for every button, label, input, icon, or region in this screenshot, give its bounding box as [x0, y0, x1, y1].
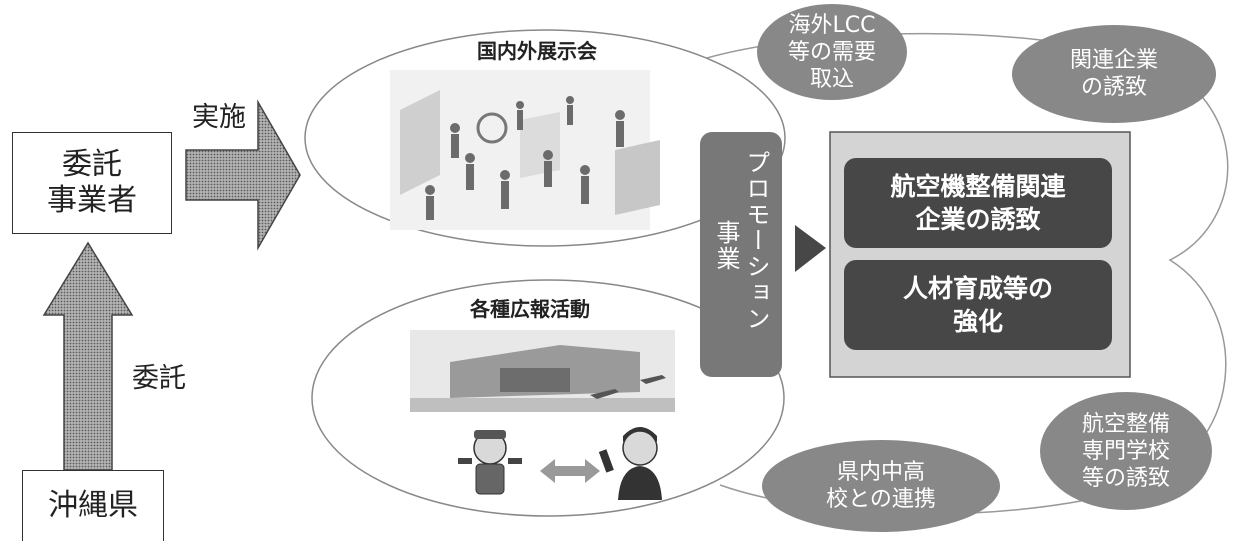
contractor-box: 委託 事業者 [12, 132, 172, 234]
implement-label: 実施 [192, 102, 246, 133]
exchange-icon [540, 459, 600, 483]
exhibition-title: 国内外展示会 [477, 39, 597, 63]
bubble-high-school-link: 県内中高 校との連携 [762, 440, 1000, 532]
bubble-school-attraction: 航空整備 専門学校 等の誘致 [1040, 392, 1212, 510]
outer-loop-outline [699, 32, 1229, 515]
implement-arrow [185, 99, 301, 251]
pr-title: 各種広報活動 [470, 297, 590, 321]
exhibition-image [390, 70, 660, 230]
bubble-lcc-demand: 海外LCC 等の需要 取込 [757, 4, 907, 100]
bubble-related-companies: 関連企業 の誘致 [1012, 25, 1216, 123]
businessman-icon [598, 427, 662, 500]
commission-label: 委託 [132, 363, 186, 394]
promotion-main-label: プロモーション [742, 150, 770, 332]
mechanic-icon [458, 430, 522, 495]
promotion-sub-label: 事業 [712, 220, 740, 272]
promotion-to-goal-arrow [795, 225, 826, 272]
promotion-box [700, 132, 782, 377]
commission-arrow [42, 241, 134, 471]
goal-box-training: 人材育成等の 強化 [844, 260, 1112, 350]
prefecture-box: 沖縄県 [22, 470, 164, 541]
airport-image [410, 330, 675, 412]
goal-box-companies: 航空機整備関連 企業の誘致 [844, 158, 1112, 248]
promotion-label-group: プロモーション 事業 [700, 150, 782, 365]
